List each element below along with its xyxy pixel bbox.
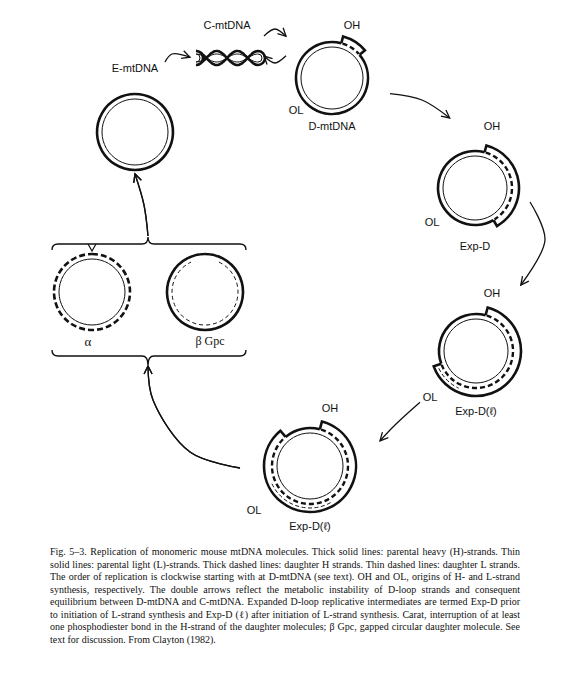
parental-l-strand (444, 319, 508, 383)
daughter-h-strand (272, 430, 348, 504)
arrow-connector (390, 94, 450, 118)
molecule-label: E-mtDNA (112, 62, 158, 75)
arrow-connector (148, 366, 240, 468)
daughter-l-strand (439, 368, 459, 388)
carat-mark (88, 244, 96, 251)
daughter-h-strand (442, 316, 513, 388)
origin-label: OL (423, 391, 438, 404)
arrow-connector (380, 402, 420, 441)
arrow-connector (148, 366, 240, 468)
daughter-h-strand (486, 153, 512, 220)
expanded-dloop: OH OL Exp-D (420, 118, 530, 258)
parental-l-strand (102, 99, 168, 165)
molecule-label: Exp-D (460, 240, 491, 253)
origin-label: OL (247, 504, 262, 517)
parental-h-strand (167, 254, 243, 330)
origin-label: OL (425, 216, 440, 229)
molecule-label: β Gpc (195, 335, 224, 349)
displaced-h-strand (341, 36, 365, 54)
expanded-dloop-l: OH OL Exp-D(ℓ) (240, 400, 380, 536)
parental-h-strand (97, 94, 173, 170)
arrow-connector (264, 29, 286, 36)
molecule-drawing (48, 236, 148, 366)
figure-caption: Fig. 5–3. Replication of monomeric mouse… (50, 546, 520, 646)
parental-l-strand (196, 54, 262, 62)
dloop-mtdna: OH OL D-mtDNA (286, 18, 390, 140)
daughter-h-strand (54, 254, 130, 330)
daughter-l-strand (172, 262, 238, 325)
parental-l-strand (59, 259, 125, 325)
parental-l-strand (443, 156, 507, 220)
molecule-label: C-mtDNA (203, 19, 250, 32)
arrow-connector (165, 54, 190, 62)
origin-label: OH (484, 120, 501, 133)
origin-label: OH (322, 402, 339, 415)
parental-l-strand (301, 47, 363, 109)
molecule-label: D-mtDNA (308, 120, 355, 133)
molecule-drawing (420, 118, 530, 258)
origin-label: OL (289, 104, 304, 117)
parental-l-strand (277, 433, 343, 499)
molecule-label: α (85, 335, 92, 350)
supercoiled-mtdna: C-mtDNA (190, 18, 264, 74)
group-bracket (52, 350, 246, 365)
parental-h-strand (196, 51, 265, 65)
molecule-label: Exp-D(ℓ) (455, 405, 496, 418)
arrow-connector (135, 174, 148, 236)
daughter-l-strand (272, 484, 331, 508)
arrow-connector (264, 56, 286, 63)
group-bracket (52, 237, 246, 250)
arrow-connector (521, 202, 545, 285)
expanded-dloop-l: OH OL Exp-D(ℓ) (420, 285, 532, 423)
molecule-drawing (95, 62, 175, 174)
origin-label: OH (344, 19, 361, 32)
daughter-circle: α (48, 236, 148, 366)
mtdna-circle: E-mtDNA (95, 62, 175, 174)
parental-h-strand (439, 314, 486, 364)
origin-label: OH (484, 287, 501, 300)
parental-h-strand (438, 151, 494, 225)
displaced-h-strand (485, 145, 519, 226)
parental-h-strand (286, 428, 320, 437)
displaced-h-strand (264, 422, 356, 512)
daughter-h-strand (343, 44, 359, 54)
displaced-h-strand (434, 308, 521, 396)
molecule-label: Exp-D(ℓ) (289, 520, 330, 533)
gapped-circle: β Gpc (148, 236, 248, 366)
parental-h-strand (296, 42, 368, 114)
arrow-connector (135, 174, 148, 236)
